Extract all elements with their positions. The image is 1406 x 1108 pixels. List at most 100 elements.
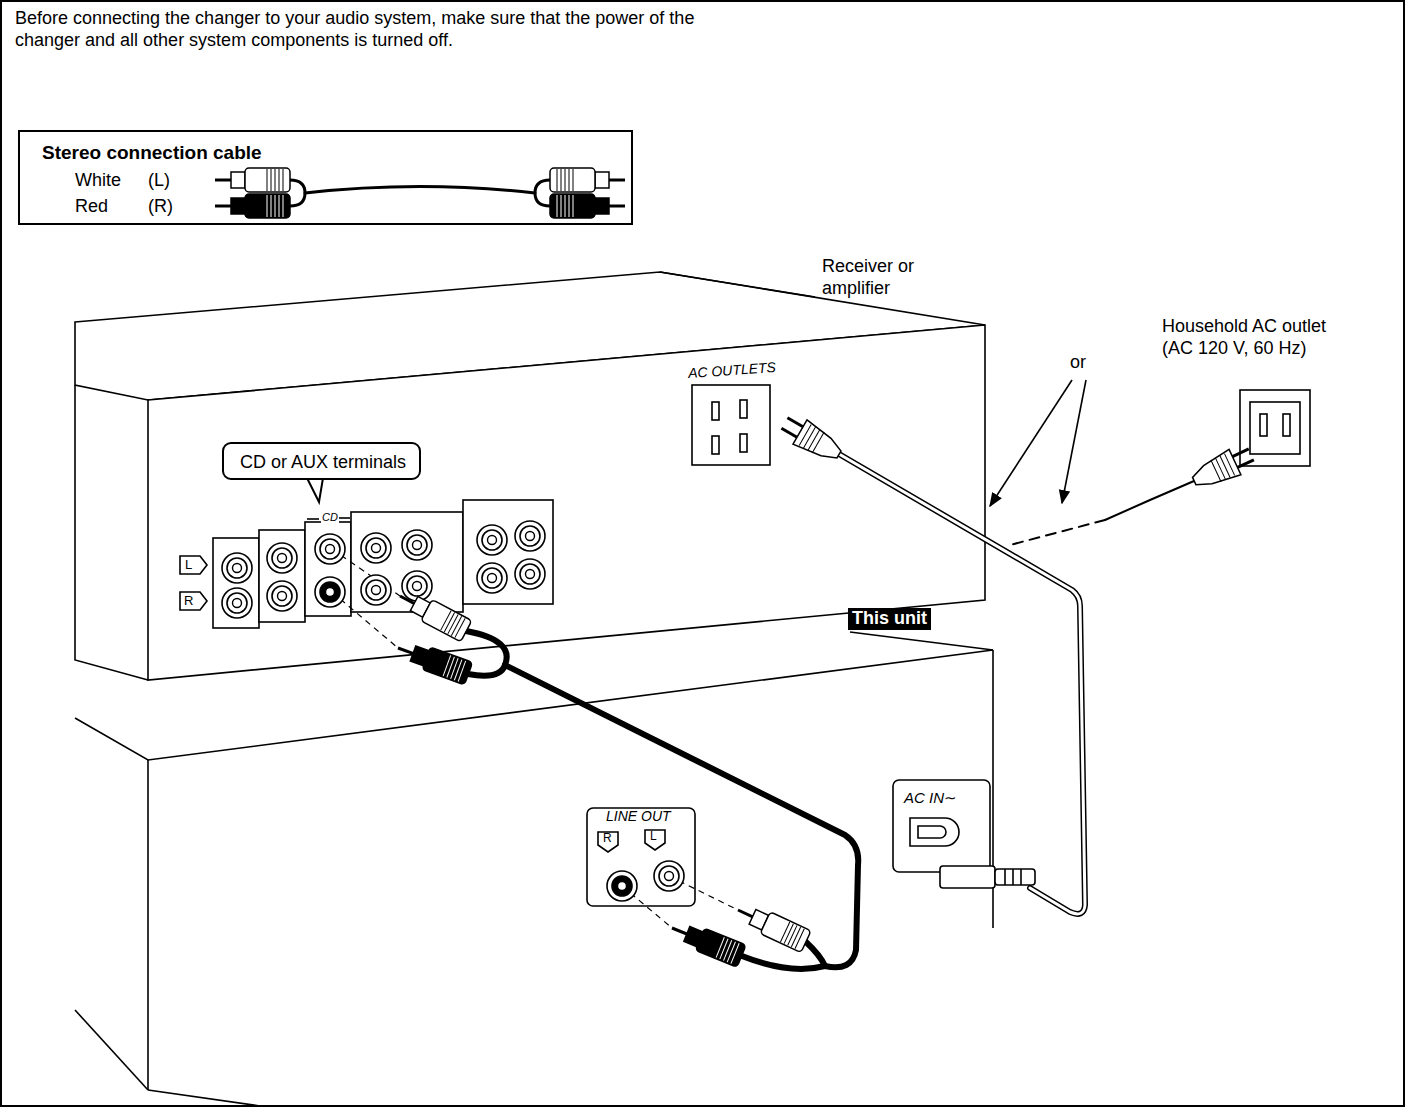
rca-plug bbox=[458, 661, 466, 682]
jacks bbox=[477, 563, 507, 593]
channel-tag bbox=[180, 556, 207, 574]
jacks bbox=[515, 559, 545, 589]
jacks bbox=[407, 535, 427, 555]
rca-plug bbox=[245, 168, 290, 192]
stereo-cable bbox=[742, 956, 825, 969]
box-heading: Stereo connection cable bbox=[42, 142, 262, 165]
jacks bbox=[366, 538, 386, 558]
rca-plug bbox=[283, 169, 284, 191]
box-text: (R) bbox=[148, 196, 173, 218]
legend-box: Stereo connection cableWhite(L)Red(R) bbox=[18, 130, 633, 225]
ac-in-plug bbox=[995, 869, 1035, 885]
jacks bbox=[361, 533, 391, 563]
power-plug bbox=[804, 427, 816, 448]
changer-body bbox=[148, 1090, 260, 1106]
receiver-body bbox=[712, 402, 719, 420]
unit-label: This unit bbox=[848, 608, 931, 630]
jacks bbox=[520, 526, 540, 546]
stereo-cable bbox=[290, 180, 305, 206]
jacks bbox=[665, 872, 674, 881]
terminal-panel bbox=[213, 538, 259, 628]
rca-plug bbox=[795, 929, 804, 949]
receiver-body bbox=[75, 272, 985, 680]
rca-plug bbox=[231, 198, 245, 214]
receiver-body bbox=[148, 325, 985, 680]
power-plug bbox=[1215, 458, 1225, 480]
changer-body bbox=[850, 632, 993, 650]
rca-plug bbox=[565, 195, 566, 217]
rca-plug bbox=[784, 924, 793, 944]
panel-label: AC IN∼ bbox=[904, 789, 957, 807]
ac-in-socket bbox=[910, 818, 959, 846]
terminal-panel bbox=[463, 500, 553, 604]
jacks bbox=[315, 534, 345, 564]
ac-in-plug bbox=[1004, 869, 1006, 885]
rca-plug bbox=[267, 195, 268, 217]
rca-plug bbox=[695, 928, 746, 967]
callout-box: CD or AUX terminals bbox=[222, 442, 421, 480]
power-plug bbox=[1232, 449, 1248, 457]
power-plug bbox=[1188, 449, 1241, 493]
changer-body bbox=[147, 760, 149, 1090]
rca-plug bbox=[231, 172, 245, 188]
rca-plug bbox=[780, 922, 789, 942]
rca-plug bbox=[727, 942, 735, 962]
rca-plug bbox=[421, 599, 472, 641]
jacks bbox=[326, 588, 335, 597]
rca-plug bbox=[716, 937, 724, 957]
jacks bbox=[413, 541, 422, 550]
jacks bbox=[233, 564, 242, 573]
jacks bbox=[515, 521, 545, 551]
jacks bbox=[222, 588, 252, 618]
receiver-body bbox=[75, 385, 148, 680]
rca-plug bbox=[441, 611, 451, 630]
jacks bbox=[222, 553, 252, 583]
jacks bbox=[526, 532, 535, 541]
rca-plug bbox=[215, 194, 290, 218]
channel-tag bbox=[180, 592, 207, 610]
wall-outlet bbox=[1240, 390, 1310, 466]
rca-plug bbox=[267, 169, 268, 191]
wall-outlet bbox=[1250, 402, 1300, 454]
power-plug bbox=[812, 432, 824, 453]
channel-label: L bbox=[185, 557, 192, 573]
alignment-lines bbox=[332, 549, 738, 928]
ac-in-plug bbox=[940, 866, 1035, 888]
power-cord bbox=[839, 454, 1085, 914]
jacks bbox=[361, 575, 391, 605]
channel-label: R bbox=[603, 831, 612, 845]
power-cord bbox=[839, 454, 1085, 914]
jacks bbox=[222, 521, 684, 901]
box-text: White bbox=[75, 170, 121, 192]
power-plug bbox=[777, 411, 846, 467]
rca-plug bbox=[760, 912, 811, 953]
jacks bbox=[612, 876, 632, 896]
rca-plug bbox=[724, 940, 732, 960]
jacks bbox=[526, 570, 535, 579]
receiver-body bbox=[307, 518, 319, 520]
jacks bbox=[488, 574, 497, 583]
jacks bbox=[233, 599, 242, 608]
rca-plug bbox=[550, 168, 595, 192]
line-out-panel bbox=[587, 808, 695, 906]
rca-plug bbox=[271, 169, 272, 191]
receiver-body bbox=[339, 517, 350, 519]
terminal-panel bbox=[259, 530, 305, 622]
jacks bbox=[278, 592, 287, 601]
jacks bbox=[407, 576, 427, 596]
rca-plug bbox=[451, 616, 461, 635]
power-plug bbox=[1224, 454, 1234, 476]
rca-plug bbox=[569, 195, 570, 217]
rca-plug bbox=[573, 169, 574, 191]
jacks bbox=[402, 571, 432, 601]
rca-plug bbox=[455, 618, 465, 637]
jacks bbox=[402, 530, 432, 560]
rca-plug bbox=[557, 169, 558, 191]
box-heading: CD or AUX terminals bbox=[240, 452, 406, 474]
rca-plug bbox=[565, 169, 566, 191]
power-plug bbox=[787, 418, 803, 427]
jacks bbox=[372, 586, 381, 595]
rca-plug bbox=[561, 195, 562, 217]
